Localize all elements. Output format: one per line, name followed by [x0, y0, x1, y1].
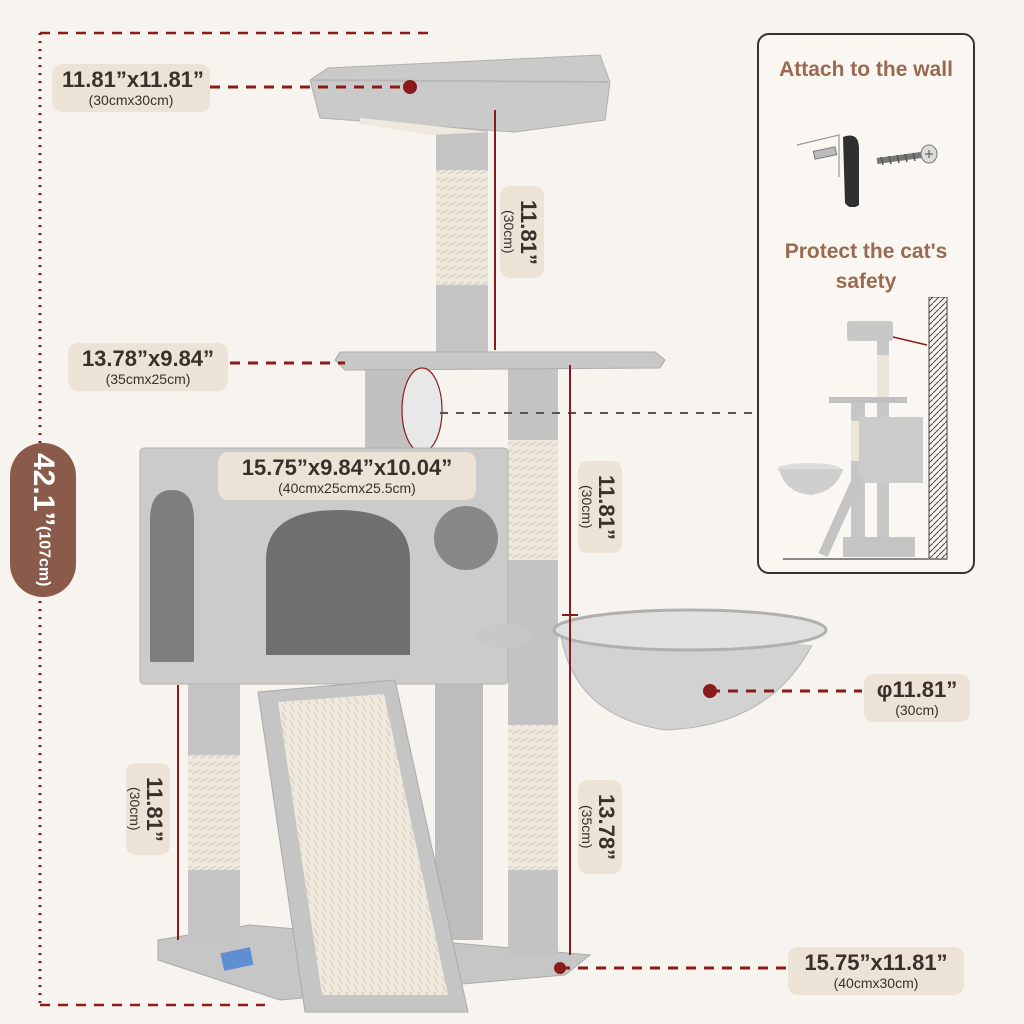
base-size: 15.75”x11.81” — [804, 950, 948, 975]
basket-size-label: φ11.81” (30cm) — [864, 674, 970, 722]
lower-right-post-height-metric: (35cm) — [578, 805, 595, 849]
condo-box — [139, 447, 509, 685]
base-size-label: 15.75”x11.81” (40cmx30cm) — [788, 947, 964, 995]
middle-post-height: 11.81” — [594, 474, 619, 540]
total-height: 42.1” — [26, 453, 60, 527]
wall-attachment-inset: Attach to the wall Protect the cat's saf… — [757, 33, 975, 574]
upper-post-height-label: 11.81” (30cm) — [500, 186, 544, 278]
total-height-metric: (107cm) — [35, 526, 53, 587]
screw-icon — [876, 144, 938, 166]
safety-title-line1: Protect the cat's — [784, 240, 948, 263]
lower-left-post-height-metric: (30cm) — [126, 787, 143, 831]
top-perch-size: 11.81”x11.81” — [62, 67, 204, 92]
middle-platform — [334, 351, 666, 453]
middle-post-height-metric: (30cm) — [578, 485, 595, 529]
safety-title-line2: safety — [835, 270, 897, 293]
top-perch — [309, 54, 611, 135]
upper-post-height: 11.81” — [516, 199, 541, 265]
wall-title: Attach to the wall — [779, 58, 953, 81]
lower-left-post-height: 11.81” — [142, 776, 167, 842]
platform-size: 13.78”x9.84” — [81, 346, 215, 371]
hammock-basket — [477, 608, 828, 731]
platform-size-metric: (35cmx25cm) — [105, 371, 191, 388]
total-height-label: 42.1” (107cm) — [10, 443, 76, 597]
basket-diameter: φ11.81” — [876, 677, 958, 702]
dimension-lines — [38, 31, 862, 1007]
base-size-metric: (40cmx30cm) — [833, 975, 919, 992]
upper-post-height-metric: (30cm) — [500, 210, 517, 254]
top-perch-size-metric: (30cmx30cm) — [88, 92, 174, 109]
condo-size: 15.75”x9.84”x10.04” — [241, 455, 453, 480]
condo-size-metric: (40cmx25cmx25.5cm) — [278, 480, 416, 497]
middle-post-height-label: 11.81” (30cm) — [578, 461, 622, 553]
platform-size-label: 13.78”x9.84” (35cmx25cm) — [68, 343, 228, 391]
lower-left-post-height-label: 11.81” (30cm) — [126, 763, 170, 855]
lower-right-post-height: 13.78” — [594, 793, 619, 861]
basket-diameter-metric: (30cm) — [895, 702, 939, 719]
lower-right-post-height-label: 13.78” (35cm) — [578, 780, 622, 874]
top-perch-size-label: 11.81”x11.81” (30cmx30cm) — [52, 64, 210, 112]
wall-anchor-illustration — [796, 134, 938, 207]
wall-mounted-tree-illustration — [777, 297, 948, 560]
scratch-ramp — [257, 679, 469, 1013]
dimension-dots — [403, 80, 717, 974]
condo-size-label: 15.75”x9.84”x10.04” (40cmx25cmx25.5cm) — [218, 452, 476, 500]
cat-tree — [139, 54, 828, 1013]
